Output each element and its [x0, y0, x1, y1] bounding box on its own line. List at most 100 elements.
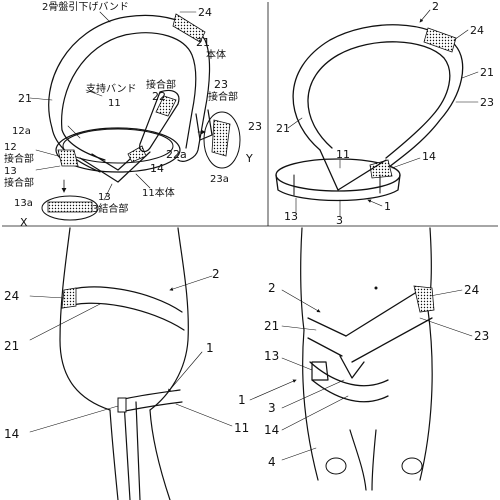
bl-torso-right [149, 227, 189, 411]
bl-leg-right-inner [135, 401, 141, 500]
br-end-24 [413, 285, 435, 313]
end-24-hatch [172, 13, 206, 43]
label-X: X [20, 216, 28, 229]
fig-top-right: 2 24 21 23 21 11 14 13 3 1 [275, 0, 494, 227]
label-24: 24 [198, 6, 212, 19]
bl-torso-left [59, 227, 111, 411]
label-joint-b: 接合部 [208, 90, 238, 103]
bl-pad-14 [117, 397, 127, 413]
bl-leg-left-outer [109, 409, 119, 500]
label-23: 23 [214, 78, 228, 91]
bl-label-24: 24 [4, 289, 19, 303]
tr-label-11: 11 [336, 148, 350, 161]
support-band-inner [62, 128, 174, 164]
bl-label-11: 11 [234, 421, 249, 435]
br-label-4: 4 [268, 455, 276, 469]
br-label-3: 3 [268, 401, 276, 415]
support-band-ellipse [55, 127, 181, 173]
detail-circle-X [41, 195, 99, 221]
bl-belt-bottom [61, 302, 185, 331]
detail-Y-hatch [211, 119, 231, 157]
br-label-1: 1 [238, 393, 246, 407]
br-belt-left-top [307, 317, 347, 337]
tr-label-1: 1 [384, 200, 391, 213]
label-Y: Y [245, 152, 253, 165]
br-label-14: 14 [264, 423, 279, 437]
label-main-body: 本体 [206, 48, 226, 61]
tr-label-21b: 21 [276, 122, 290, 135]
tr-inner-loop [307, 41, 451, 159]
label-12a: 12a [12, 126, 31, 137]
tr-label-13: 13 [284, 210, 298, 223]
bl-belt-top [63, 286, 183, 313]
br-thigh-left [302, 329, 319, 481]
label-joint-c: 接合部 [4, 152, 34, 165]
tr-label-21a: 21 [480, 66, 494, 79]
bl-label-2: 2 [212, 267, 220, 281]
label-joint-d: 接合部 [4, 176, 34, 189]
bl-leg-right-outer [149, 409, 171, 500]
bl-label-14: 14 [4, 427, 19, 441]
br-thigh-right [419, 309, 433, 481]
bl-label-21: 21 [4, 339, 19, 353]
br-support-band-lower [311, 379, 389, 403]
br-label-13: 13 [264, 349, 279, 363]
label-21b: 21 [18, 92, 32, 105]
label-11-main: 11本体 [142, 186, 175, 199]
joint-22-hatch [155, 95, 177, 117]
br-belt-right-bottom [351, 317, 433, 363]
label-14: 14 [150, 162, 164, 175]
br-knee-right [401, 457, 423, 475]
br-crotch-right [371, 429, 377, 491]
br-navel [374, 286, 378, 290]
v-joint [79, 151, 151, 183]
label-13b: 13 [98, 192, 111, 203]
detail-X-hatch [47, 201, 93, 213]
br-center-joint [339, 355, 365, 379]
label-11: 11 [108, 98, 121, 109]
bl-support-top [119, 389, 181, 401]
pad-12a [57, 149, 79, 167]
br-belt-left-bottom [307, 337, 343, 357]
label-12: 12 [4, 142, 17, 153]
br-label-2: 2 [268, 281, 276, 295]
bl-leg-left-inner [123, 401, 131, 500]
detail-circle-Y [203, 111, 241, 169]
tr-label-3: 3 [336, 214, 343, 227]
br-label-23: 23 [474, 329, 489, 343]
pad-14 [127, 145, 147, 163]
br-crotch [349, 429, 367, 491]
fig-bottom-left: 2 24 21 1 14 11 [4, 227, 249, 500]
label-13a: 13a [14, 198, 33, 209]
tr-v-joint [319, 149, 387, 191]
br-knee-left [325, 457, 347, 475]
tr-label-23: 23 [480, 96, 494, 109]
joint-piece-22 [139, 89, 180, 153]
label-joint-a: 接合部 [146, 78, 176, 91]
label-23b: 23 [248, 120, 262, 133]
br-label-21: 21 [264, 319, 279, 333]
label-22: 22 [152, 90, 166, 103]
label-22a: 22a [166, 148, 187, 161]
bl-support-bottom [119, 401, 183, 413]
fig-bottom-right: 2 24 21 23 13 1 3 14 4 [238, 227, 489, 491]
br-belt-right-top [345, 289, 421, 337]
tr-label-14: 14 [422, 150, 436, 163]
bl-end-24 [61, 287, 77, 309]
tr-base-band [275, 174, 401, 202]
label-13: 13 [4, 166, 17, 177]
label-title: 2骨盤引下げバンド [42, 0, 129, 13]
label-support-band: 支持バンド [86, 82, 137, 95]
br-pad-13 [311, 361, 329, 381]
tr-label-2: 2 [432, 0, 439, 13]
label-3-joint: 3結合部 [92, 202, 128, 215]
joint-piece-23 [195, 109, 213, 141]
tr-label-24: 24 [470, 24, 484, 37]
belt-inner-loop [61, 32, 197, 149]
label-21a: 21 [196, 36, 210, 49]
tr-end-24 [423, 27, 457, 53]
br-support-band [309, 361, 389, 387]
tr-pad-14 [369, 159, 393, 179]
br-label-24: 24 [464, 283, 479, 297]
